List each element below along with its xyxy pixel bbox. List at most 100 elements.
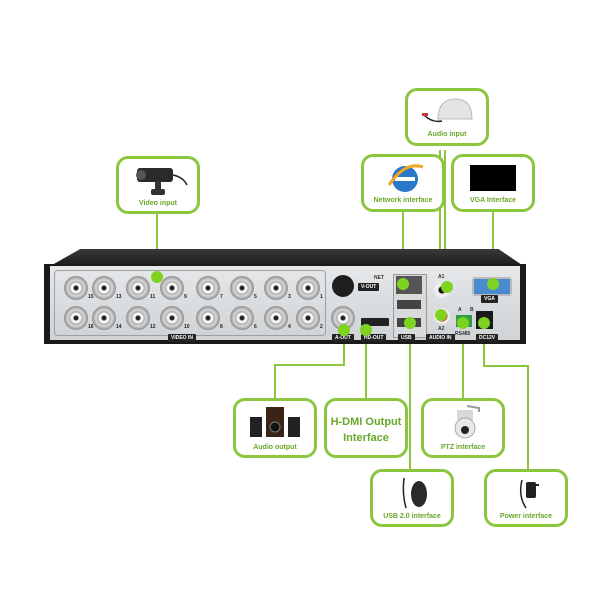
dvr-top-cover	[52, 249, 522, 265]
vga-interface-callout: VGA Interface	[451, 154, 535, 212]
bnc-channel-number: 3	[288, 294, 291, 300]
bnc-video-port	[296, 306, 320, 330]
audio-input-callout: Audio input	[405, 88, 489, 146]
bnc-channel-number: 8	[220, 324, 223, 330]
audio-output-connector-h	[274, 364, 345, 366]
bnc-video-port	[160, 276, 184, 300]
monitor-icon	[470, 165, 516, 191]
video-input-dot	[151, 271, 163, 283]
usb-label: USB	[398, 334, 415, 342]
hdmi-dot	[360, 324, 372, 336]
bnc-channel-number: 1	[320, 294, 323, 300]
usb-mouse-icon	[402, 477, 427, 509]
audio-in-a1-dot	[441, 281, 453, 293]
bullet-camera-icon	[136, 168, 188, 195]
ptz-connector	[462, 322, 464, 400]
bnc-video-port	[92, 276, 116, 300]
ptz-interface-callout: PTZ interface	[421, 398, 505, 458]
internet-explorer-icon	[387, 164, 424, 192]
usb-interface-callout: USB 2.0 interface	[370, 469, 454, 527]
bnc-video-port	[196, 276, 220, 300]
ptz-interface-caption: PTZ interface	[440, 444, 486, 451]
bnc-video-port	[126, 276, 150, 300]
usb-dot	[404, 317, 416, 329]
ptz-camera-icon	[454, 405, 480, 439]
hdmi-port	[361, 318, 389, 326]
microphone-dome-icon	[422, 98, 473, 123]
hdmi-output-caption-line2: Interface	[343, 432, 389, 444]
audio-in-a2-dot	[435, 309, 447, 321]
power-connector	[483, 322, 485, 366]
power-connector-v	[527, 365, 529, 469]
hd-out-label: HD-OUT	[361, 334, 387, 342]
bnc-channel-number: 16	[88, 324, 94, 330]
bnc-channel-number: 5	[254, 294, 257, 300]
network-dot	[397, 278, 409, 290]
dvr-rear-panel	[50, 266, 520, 340]
bnc-channel-number: 7	[220, 294, 223, 300]
v-out-port	[332, 275, 354, 297]
rs485-a-label: A	[458, 307, 462, 313]
network-interface-caption: Network interface	[373, 197, 433, 204]
vga-interface-caption: VGA Interface	[469, 197, 517, 204]
bnc-video-port	[92, 306, 116, 330]
bnc-channel-number: 13	[116, 294, 122, 300]
bnc-video-port	[264, 276, 288, 300]
hdmi-connector	[365, 325, 367, 400]
bnc-channel-number: 10	[184, 324, 190, 330]
bnc-video-port	[264, 306, 288, 330]
bnc-channel-number: 11	[150, 294, 156, 300]
bnc-video-port	[64, 306, 88, 330]
net-label: NET	[374, 275, 384, 281]
rs485-dot	[457, 317, 469, 329]
bnc-channel-number: 12	[150, 324, 156, 330]
vga-dot	[487, 278, 499, 290]
audio-output-caption: Audio output	[253, 444, 297, 451]
audio-input-caption: Audio input	[427, 131, 467, 138]
usb-port-1	[397, 300, 421, 309]
bnc-channel-number: 6	[254, 324, 257, 330]
bnc-video-port	[296, 276, 320, 300]
audio-input-connector	[444, 150, 446, 278]
audio-in-label: AUDIO IN	[426, 334, 455, 342]
bnc-channel-number: 2	[320, 324, 323, 330]
bnc-video-port	[64, 276, 88, 300]
network-interface-callout: Network interface	[361, 154, 445, 212]
video-input-callout: Video input	[116, 156, 200, 214]
bnc-channel-number: 9	[184, 294, 187, 300]
a-out-label: A-OUT	[332, 334, 354, 342]
bnc-video-port	[230, 276, 254, 300]
bnc-video-port	[196, 306, 220, 330]
usb-connector	[409, 325, 411, 470]
audio-output-connector-v	[274, 364, 276, 400]
power-connector-h	[483, 365, 528, 367]
bnc-video-port	[230, 306, 254, 330]
speaker-system-icon	[250, 407, 300, 437]
video-input-connector	[156, 214, 158, 276]
audio-output-connector	[343, 325, 345, 365]
video-in-label: VIDEO IN	[168, 334, 196, 342]
power-interface-callout: Power interface	[484, 469, 568, 527]
video-input-caption: Video input	[139, 200, 177, 207]
bnc-video-port	[160, 306, 184, 330]
vga-label: VGA	[481, 295, 498, 303]
rs485-label: RS485	[455, 331, 471, 337]
bnc-video-port	[126, 306, 150, 330]
a2-label: A2	[438, 326, 445, 332]
bnc-channel-number: 14	[116, 324, 122, 330]
a1-label: A1	[438, 274, 445, 280]
power-interface-caption: Power interface	[499, 513, 553, 520]
power-dot	[478, 317, 490, 329]
a-out-dot	[338, 324, 350, 336]
bnc-channel-number: 15	[88, 294, 94, 300]
hdmi-output-callout: H-DMI Output Interface	[324, 398, 408, 458]
power-adapter-icon	[519, 479, 539, 509]
v-out-label: V-OUT	[358, 283, 380, 291]
rs485-b-label: B	[470, 307, 474, 313]
bnc-channel-number: 4	[288, 324, 291, 330]
network-connector	[402, 212, 404, 282]
hdmi-output-caption-line1: H-DMI Output	[330, 416, 402, 428]
audio-input-a2-connector	[439, 150, 441, 315]
usb-interface-caption: USB 2.0 interface	[383, 513, 441, 520]
audio-output-callout: Audio output	[233, 398, 317, 458]
